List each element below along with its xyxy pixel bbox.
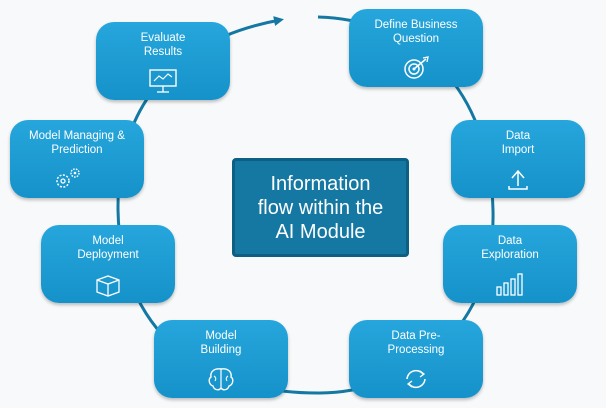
node-label: Evaluate Results — [140, 32, 186, 58]
node-label: Data Import — [501, 130, 535, 156]
cycle-arrows-icon — [406, 369, 426, 389]
node-data-pre-processing[interactable]: Data Pre- Processing — [349, 320, 483, 398]
node-label: Define Business Question — [374, 19, 458, 45]
node-data-import[interactable]: Data Import — [451, 120, 585, 198]
node-label: Model Building — [200, 330, 242, 356]
brain-icon — [208, 368, 234, 391]
node-define-business-question[interactable]: Define Business Question — [349, 9, 483, 87]
node-model-deployment[interactable]: Model Deployment — [41, 225, 175, 303]
upload-icon — [508, 169, 528, 190]
node-evaluate-results[interactable]: Evaluate Results — [96, 22, 230, 100]
node-model-managing-prediction[interactable]: Model Managing & Prediction — [10, 120, 144, 198]
bar-chart-icon — [496, 273, 523, 296]
box-icon — [96, 275, 120, 297]
node-label: Data Pre- Processing — [387, 330, 445, 356]
node-label: Data Exploration — [481, 235, 539, 261]
node-label: Model Managing & Prediction — [29, 130, 125, 156]
center-title-box: Information flow within the AI Module — [232, 158, 409, 257]
node-data-exploration[interactable]: Data Exploration — [443, 225, 577, 303]
gears-icon — [56, 168, 80, 188]
center-title: Information flow within the AI Module — [257, 172, 384, 243]
presentation-board-icon — [149, 69, 177, 93]
node-label: Model Deployment — [77, 235, 139, 261]
target-icon — [404, 56, 429, 79]
node-model-building[interactable]: Model Building — [154, 320, 288, 398]
